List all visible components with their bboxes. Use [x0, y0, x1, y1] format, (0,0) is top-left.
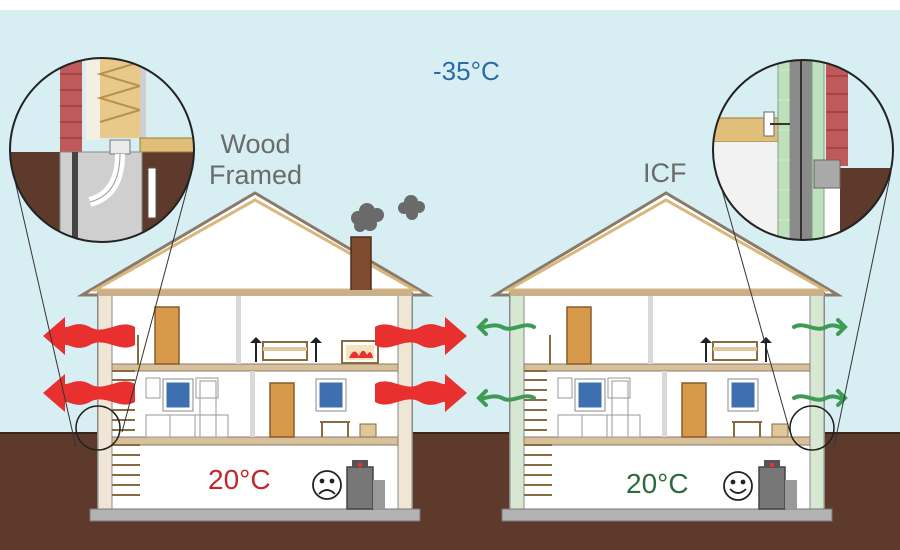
fireplace-icon	[342, 341, 378, 363]
icf-kitchen-window	[577, 381, 603, 409]
wood-framed-title-line1: Wood	[203, 129, 308, 160]
wood-dining-window	[318, 381, 344, 409]
wood-lower-door	[270, 383, 294, 437]
icf-title: ICF	[643, 160, 687, 187]
icf-lower-door	[682, 383, 706, 437]
outside-temperature-label: -35°C	[433, 58, 500, 84]
wood-framed-title: Wood Framed	[203, 129, 308, 191]
wood-upper-door	[155, 307, 179, 364]
wood-kitchen-window	[165, 381, 191, 409]
wood-framed-title-line2: Framed	[203, 160, 308, 191]
icf-dining-window	[730, 381, 756, 409]
icf-inside-temperature-label: 20°C	[626, 470, 689, 498]
icf-upper-door	[567, 307, 591, 364]
wood-inside-temperature-label: 20°C	[208, 466, 271, 494]
